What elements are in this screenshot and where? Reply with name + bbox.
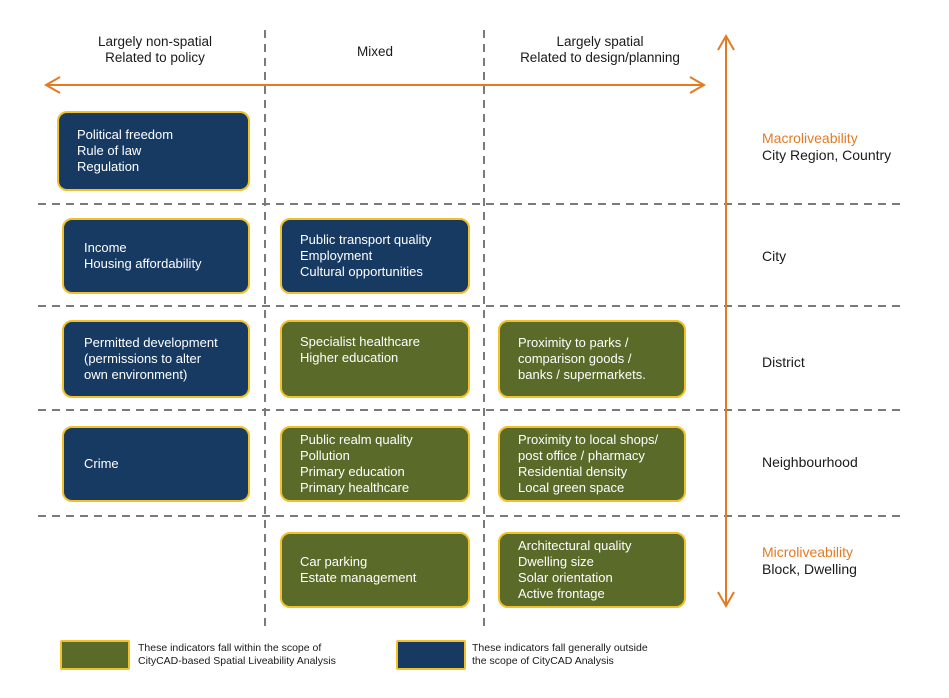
legend-green-swatch	[60, 640, 130, 670]
scale-micro-sub: Block, Dwelling	[762, 561, 857, 577]
legend-blue-text: These indicators fall generally outside …	[472, 642, 648, 667]
scale-neighbourhood: Neighbourhood	[762, 454, 858, 470]
indicator-box-public-realm: Public realm quality Pollution Primary e…	[280, 426, 470, 502]
scale-macro: Macroliveability City Region, Country	[762, 130, 891, 164]
scale-micro: Microliveability Block, Dwelling	[762, 544, 857, 578]
scale-macro-label: Macroliveability	[762, 130, 858, 146]
scale-district: District	[762, 354, 805, 370]
column-header-spatial: Largely spatial Related to design/planni…	[520, 34, 680, 65]
indicator-box-specialist-healthcare: Specialist healthcare Higher education	[280, 320, 470, 398]
legend-blue-swatch	[396, 640, 466, 670]
horizontal-arrow	[43, 76, 707, 94]
scale-macro-sub: City Region, Country	[762, 147, 892, 163]
indicator-box-transport: Public transport quality Employment Cult…	[280, 218, 470, 294]
indicator-box-income: Income Housing affordability	[62, 218, 250, 294]
indicator-box-crime: Crime	[62, 426, 250, 502]
scale-city: City	[762, 248, 787, 264]
column-header-mixed: Mixed	[356, 44, 393, 59]
indicator-box-political: Political freedom Rule of law Regulation	[57, 111, 250, 191]
scale-micro-label: Microliveability	[762, 544, 854, 560]
indicator-box-proximity-local: Proximity to local shops/ post office / …	[498, 426, 686, 502]
indicator-box-proximity-parks: Proximity to parks / comparison goods / …	[498, 320, 686, 398]
legend-green-text: These indicators fall within the scope o…	[138, 642, 336, 667]
vertical-arrow	[717, 33, 735, 609]
indicator-box-permitted-development: Permitted development (permissions to al…	[62, 320, 250, 398]
column-header-non-spatial: Largely non-spatial Related to policy	[97, 34, 213, 65]
indicator-box-architectural: Architectural quality Dwelling size Sola…	[498, 532, 686, 608]
indicator-box-car-parking: Car parking Estate management	[280, 532, 470, 608]
